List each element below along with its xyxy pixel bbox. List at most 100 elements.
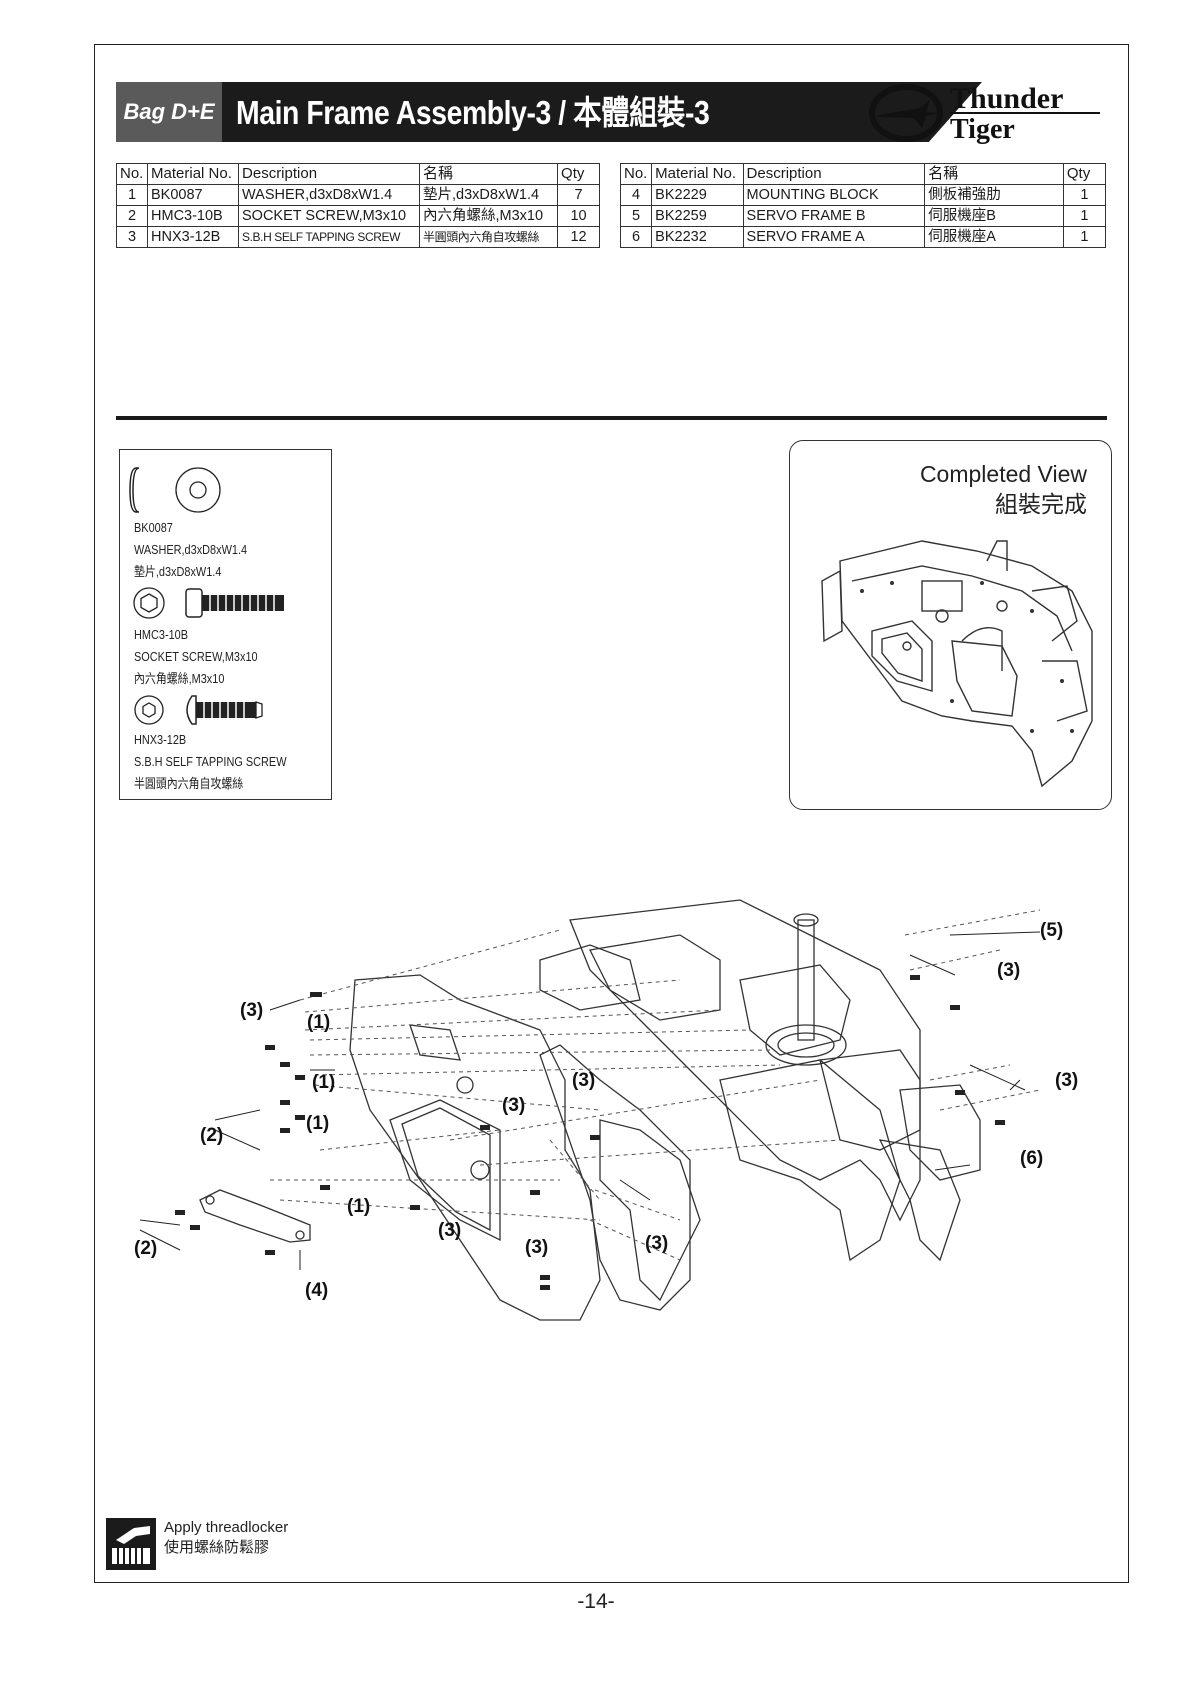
page-border [94,44,1129,1583]
logo-text-bottom: Tiger [950,114,1015,144]
completed-view-title-zh: 組裝完成 [995,491,1087,517]
hardware-desc-en: SOCKET SCREW,M3x10 [134,649,258,664]
cell-no: 2 [115,205,149,227]
page-title: Main Frame Assembly-3 / 本體組裝-3 [236,94,710,131]
callout-2: (2) [134,1238,158,1259]
table-row: 3 HNX3-12B S.B.H SELF TAPPING SCREW 半圓頭內… [115,226,600,248]
table-row: 4 BK2229 MOUNTING BLOCK 側板補強肋 1 [619,184,1107,206]
cell-description: WASHER,d3xD8xW1.4 [238,184,420,206]
hardware-legend: BK0087 WASHER,d3xD8xW1.4 墊片,d3xD8xW1.4 H… [119,449,332,800]
cell-name: 墊片,d3xD8xW1.4 [418,184,559,206]
table-row: 6 BK2232 SERVO FRAME A 伺服機座A 1 [619,226,1107,248]
threadlocker-zh: 使用螺絲防鬆膠 [164,1539,270,1556]
hardware-drawings [129,467,284,725]
hardware-item-washer: BK0087 WASHER,d3xD8xW1.4 墊片,d3xD8xW1.4 [134,517,247,583]
cell-no: 6 [619,226,653,248]
socket-screw-icon [133,587,284,619]
table-row: 5 BK2259 SERVO FRAME B 伺服機座B 1 [619,205,1107,227]
section-divider [116,416,1107,420]
cell-name: 伺服機座B [924,205,1064,227]
threadlocker-en: Apply threadlocker [164,1519,289,1536]
col-no: No. [115,163,149,185]
cell-material: BK2229 [651,184,744,206]
cell-no: 4 [619,184,653,206]
cell-qty: 12 [557,226,600,248]
completed-frame-drawing [821,540,1093,788]
callout-3: (3) [572,1070,596,1091]
cell-name: 半圓頭內六角自攻螺絲 [418,226,559,248]
completed-view-panel: Completed View 組裝完成 [789,440,1112,810]
parts-table-right: No. Material No. Description 名稱 Qty 4 BK… [619,163,1107,248]
cell-name: 內六角螺絲,M3x10 [418,205,559,227]
cell-no: 3 [115,226,149,248]
threadlocker-icon [106,1518,156,1570]
table-row: 1 BK0087 WASHER,d3xD8xW1.4 墊片,d3xD8xW1.4… [115,184,600,206]
callout-6: (6) [1020,1148,1044,1169]
cell-material: HNX3-12B [147,226,240,248]
washer-icon [129,467,221,513]
col-description: Description [238,163,420,185]
hardware-code: HMC3-10B [134,627,189,642]
hardware-desc-zh: 半圓頭內六角自攻螺絲 [134,776,244,791]
callout-5: (5) [1040,920,1064,941]
cell-material: BK2232 [651,226,744,248]
callout-3: (3) [1055,1070,1079,1091]
parts-table-left: No. Material No. Description 名稱 Qty 1 BK… [115,163,600,248]
callout-1: (1) [307,1012,331,1033]
col-material: Material No. [147,163,240,185]
callout-3: (3) [997,960,1021,981]
cell-description: SERVO FRAME B [742,205,926,227]
col-qty: Qty [1062,163,1107,185]
callout-3: (3) [240,1000,264,1021]
hardware-desc-zh: 墊片,d3xD8xW1.4 [134,564,222,579]
callout-3: (3) [438,1220,462,1241]
col-description: Description [742,163,926,185]
cell-no: 5 [619,205,653,227]
completed-view-title: Completed View 組裝完成 [920,459,1087,519]
table-header-row: No. Material No. Description 名稱 Qty [619,163,1107,185]
cell-description: SOCKET SCREW,M3x10 [238,205,420,227]
hardware-desc-zh: 內六角螺絲,M3x10 [134,671,225,686]
col-no: No. [619,163,653,185]
hardware-item-tapping-screw: HNX3-12B S.B.H SELF TAPPING SCREW 半圓頭內六角… [134,729,287,795]
thunder-tiger-logo: Thunder Tiger [869,82,1100,144]
logo-text-top: Thunder [950,82,1063,115]
cell-material: HMC3-10B [147,205,240,227]
col-name: 名稱 [418,163,559,185]
cell-qty: 1 [1062,184,1107,206]
callout-1: (1) [306,1113,330,1134]
callout-3: (3) [502,1095,526,1116]
title-bar: Main Frame Assembly-3 / 本體組裝-3 [222,82,982,142]
callout-3: (3) [645,1233,669,1254]
hardware-desc-en: S.B.H SELF TAPPING SCREW [134,754,287,769]
col-name: 名稱 [924,163,1064,185]
cell-qty: 10 [557,205,600,227]
cell-name: 側板補強肋 [924,184,1064,206]
threadlocker-note: Apply threadlocker 使用螺絲防鬆膠 [164,1518,288,1558]
hardware-code: HNX3-12B [134,732,187,747]
hardware-code: BK0087 [134,520,173,535]
callout-3: (3) [525,1237,549,1258]
cell-material: BK0087 [147,184,240,206]
hardware-item-socket-screw: HMC3-10B SOCKET SCREW,M3x10 內六角螺絲,M3x10 [134,624,258,690]
table-header-row: No. Material No. Description 名稱 Qty [115,163,600,185]
completed-view-title-en: Completed View [919,461,1087,487]
callout-1: (1) [312,1072,336,1093]
col-material: Material No. [651,163,744,185]
tapping-screw-icon [134,695,263,725]
exploded-assembly-diagram: (5) (3) (3) (6) (3) (1) (1) (1) (2) (3) … [120,880,1120,1400]
cell-name: 伺服機座A [924,226,1064,248]
cell-qty: 7 [557,184,600,206]
hardware-desc-en: WASHER,d3xD8xW1.4 [134,542,248,557]
callout-1: (1) [347,1196,371,1217]
cell-description: MOUNTING BLOCK [742,184,926,206]
cell-material: BK2259 [651,205,744,227]
table-row: 2 HMC3-10B SOCKET SCREW,M3x10 內六角螺絲,M3x1… [115,205,600,227]
cell-no: 1 [115,184,149,206]
callout-2: (2) [200,1125,224,1146]
cell-description: S.B.H SELF TAPPING SCREW [238,226,420,248]
cell-qty: 1 [1062,226,1107,248]
col-qty: Qty [557,163,600,185]
page-header: Bag D+E Main Frame Assembly-3 / 本體組裝-3 T… [116,82,1116,144]
cell-description: SERVO FRAME A [742,226,926,248]
